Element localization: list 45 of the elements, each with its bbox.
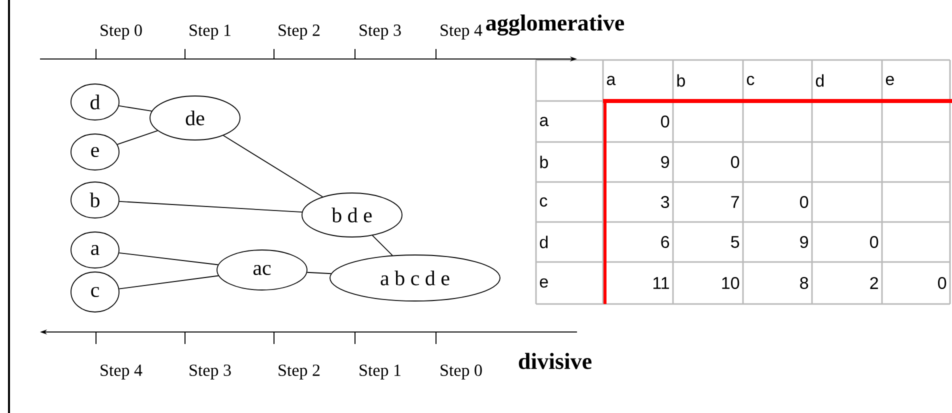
connector-line xyxy=(118,200,302,213)
table-cell: 9 xyxy=(661,156,669,168)
table-cell: e xyxy=(886,76,894,86)
step-label: Step 2 xyxy=(278,364,320,380)
step-label: Step 3 xyxy=(360,24,401,40)
table-cell: c xyxy=(746,76,754,86)
step-label: Step 1 xyxy=(190,24,230,40)
table-cell: e xyxy=(540,278,548,288)
table-cell: 8 xyxy=(800,276,808,290)
connector-line xyxy=(118,275,219,290)
step-label: Step 4 xyxy=(440,24,482,40)
table-cell: b xyxy=(540,156,548,168)
connector-line xyxy=(222,135,323,198)
connector-line xyxy=(116,130,158,145)
table-cell: 9 xyxy=(800,236,808,248)
table-cell: 2 xyxy=(870,277,878,289)
step-label: Step 2 xyxy=(278,24,320,40)
table-cell: 0 xyxy=(800,196,808,208)
step-label: Step 0 xyxy=(440,364,482,380)
connector-line xyxy=(306,272,332,274)
table-cell: 10 xyxy=(722,276,740,290)
table-cell: 0 xyxy=(938,276,946,290)
table-cell: d xyxy=(816,74,824,87)
axis-title: divisive xyxy=(518,352,592,370)
step-label: Step 4 xyxy=(100,364,142,380)
table-cell: 5 xyxy=(731,236,740,248)
table-cell: a xyxy=(606,76,616,86)
table-cell: d xyxy=(540,236,548,248)
table-cell: b xyxy=(677,74,685,87)
table-cell: a xyxy=(540,116,549,126)
table-cell: 11 xyxy=(653,277,669,289)
table-cell: c xyxy=(540,197,548,207)
table-cell: 3 xyxy=(661,196,670,208)
step-label: Step 3 xyxy=(190,364,231,380)
connector-line xyxy=(372,235,393,256)
table-cell: 7 xyxy=(731,196,739,208)
table-cell: 0 xyxy=(731,156,740,168)
table-cell: 0 xyxy=(661,115,670,128)
step-label: Step 0 xyxy=(100,24,142,40)
connector-line xyxy=(118,252,219,266)
connector-line xyxy=(118,105,152,112)
axis-title: agglomerative xyxy=(486,14,624,36)
table-cell: 0 xyxy=(870,236,878,248)
step-label: Step 1 xyxy=(360,364,400,380)
table-cell: 6 xyxy=(661,236,670,248)
